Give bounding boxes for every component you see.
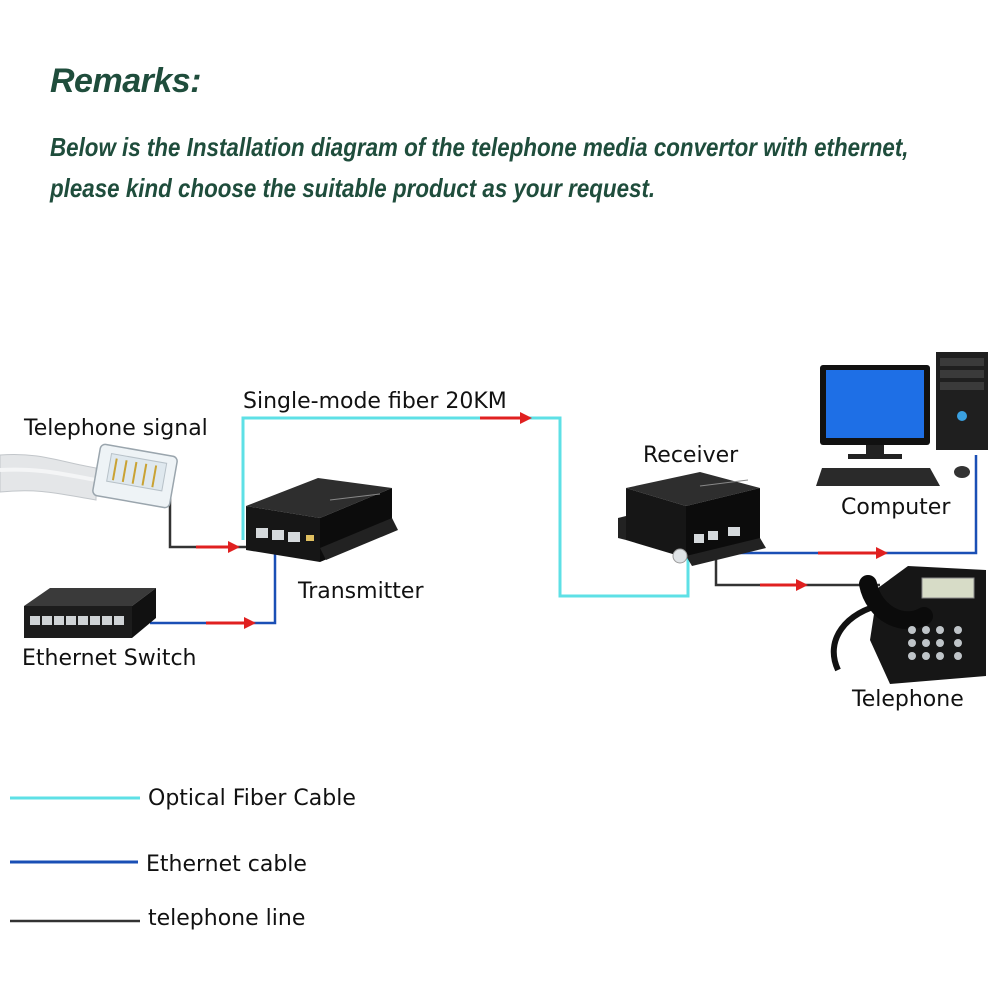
legend-item-telephone-line: telephone line xyxy=(10,906,305,931)
computer-icon xyxy=(816,352,988,486)
telephone-signal-label: Telephone signal xyxy=(23,416,208,441)
telephone-in-arrow xyxy=(196,541,240,553)
legend: Optical Fiber Cable Ethernet cable telep… xyxy=(10,786,356,931)
ethernet-line-in xyxy=(150,545,277,625)
telephone-icon xyxy=(830,566,986,684)
fiber-arrow xyxy=(480,412,532,424)
legend-item-ethernet: Ethernet cable xyxy=(10,852,307,877)
optical-fiber-run xyxy=(241,416,690,598)
fiber-run-label: Single-mode fiber 20KM xyxy=(243,389,507,414)
legend-label-fiber: Optical Fiber Cable xyxy=(148,786,356,811)
telephone-label: Telephone xyxy=(851,687,964,712)
remarks-heading: Remarks: xyxy=(50,62,201,100)
ethernet-switch-icon xyxy=(24,588,156,638)
receiver-label: Receiver xyxy=(643,443,739,468)
intro-line-2: please kind choose the suitable product … xyxy=(50,173,656,203)
receiver-icon xyxy=(618,472,766,566)
ethernet-out-arrow xyxy=(818,547,888,559)
telephone-line-out xyxy=(714,549,880,587)
computer-label: Computer xyxy=(841,495,951,520)
telephone-out-arrow xyxy=(760,579,808,591)
intro-line-1: Below is the Installation diagram of the… xyxy=(50,132,909,162)
legend-label-ethernet: Ethernet cable xyxy=(146,852,307,877)
ethernet-switch-label: Ethernet Switch xyxy=(22,646,197,671)
legend-item-optical-fiber: Optical Fiber Cable xyxy=(10,786,356,811)
transmitter-icon xyxy=(246,478,398,562)
rj11-plug-icon xyxy=(0,443,178,509)
ethernet-in-arrow xyxy=(206,617,256,629)
transmitter-label: Transmitter xyxy=(297,579,424,604)
legend-label-telephone-line: telephone line xyxy=(148,906,305,931)
